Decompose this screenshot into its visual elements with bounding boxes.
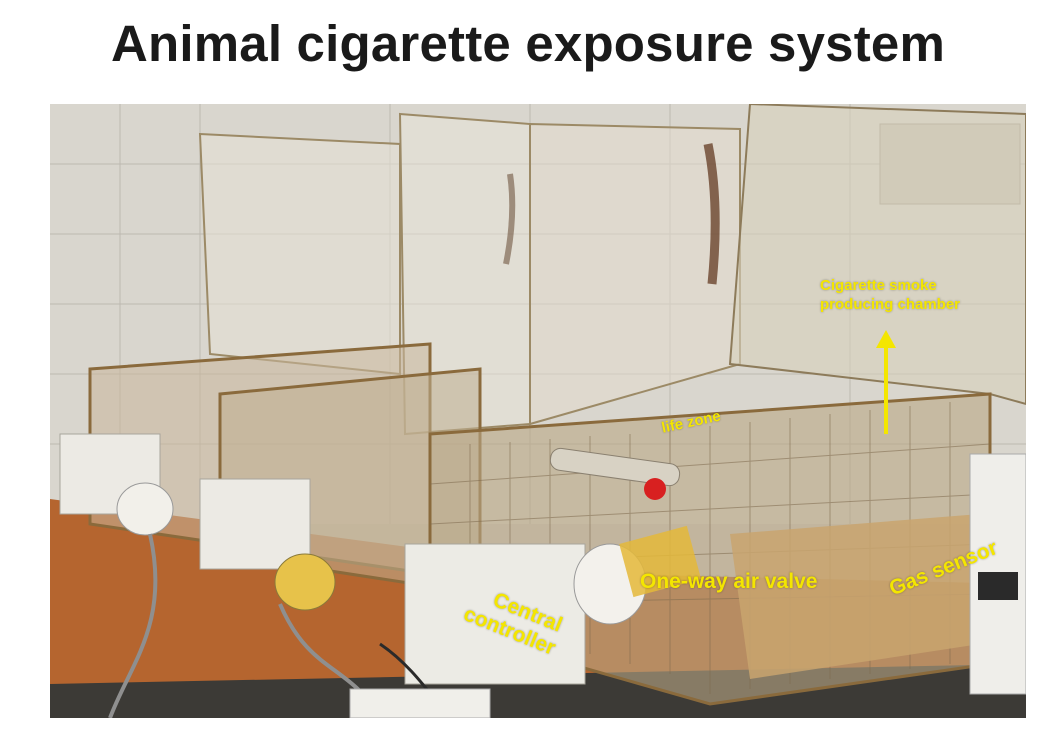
tube-cap — [644, 478, 666, 500]
gas-sensor — [978, 572, 1018, 600]
cable-1 — [108, 533, 158, 718]
bedding — [730, 514, 980, 679]
label-one-way-valve: One-way air valve — [640, 570, 818, 593]
smoke-stain — [703, 143, 720, 285]
cup-valve-body — [619, 525, 702, 598]
smoke-chamber-lid — [728, 104, 1026, 406]
cup-valve-2 — [274, 553, 336, 611]
smoke-stain-2 — [503, 173, 516, 265]
controller-box-2 — [199, 478, 311, 570]
cup-valve-1 — [116, 482, 174, 536]
power-strip — [349, 688, 491, 718]
central-controller-box — [404, 543, 586, 685]
label-smoke-chamber: Cigarette smoke producing chamber — [820, 276, 960, 314]
label-smoke-chamber-line1: Cigarette smoke — [820, 277, 937, 294]
photo-illustration — [50, 104, 1026, 718]
figure-title: Animal cigarette exposure system — [110, 15, 946, 72]
exposure-system-photo: Cigarette smoke producing chamber life z… — [50, 104, 1026, 718]
smoke-tube — [549, 447, 681, 487]
acrylic-panel-1 — [198, 132, 401, 376]
label-smoke-chamber-line2: producing chamber — [820, 296, 961, 313]
arrow-head — [876, 330, 896, 348]
